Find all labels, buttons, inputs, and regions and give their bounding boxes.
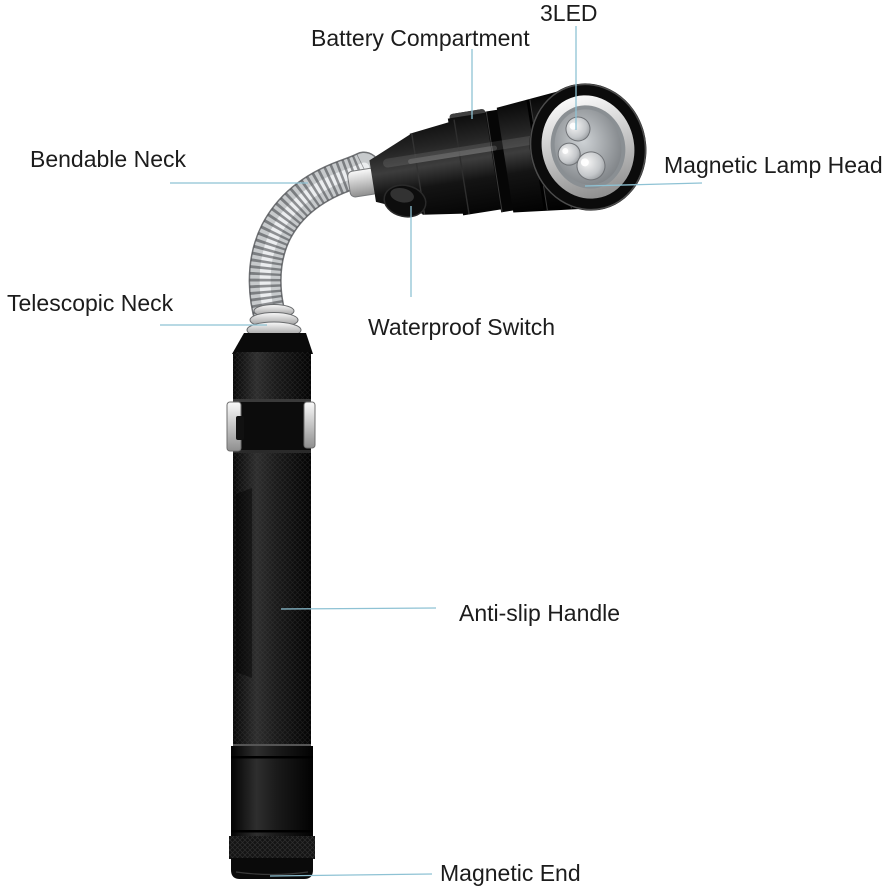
label-battery-compartment: Battery Compartment <box>311 25 530 51</box>
led-face <box>529 83 647 211</box>
led-bulbs <box>557 116 606 181</box>
label-waterproof-switch: Waterproof Switch <box>368 314 556 340</box>
waterproof-switch-part <box>383 184 427 218</box>
bendable-neck-part <box>246 151 381 351</box>
anti-slip-handle-part <box>226 333 316 744</box>
magnetic-end-part <box>229 744 315 879</box>
label-telescopic-neck: Telescopic Neck <box>7 290 174 316</box>
clip-band <box>226 399 316 453</box>
battery-compartment-part <box>447 109 503 216</box>
label-magnetic-end: Magnetic End <box>440 860 581 886</box>
callout-line-magnetic-end <box>269 873 433 877</box>
magnetic-lamp-head-part <box>347 83 647 216</box>
label-magnetic-lamp-head: Magnetic Lamp Head <box>664 152 883 178</box>
callout-line-magnetic-lamp-head <box>584 182 703 187</box>
callout-lines <box>160 26 703 877</box>
label-bendable-neck: Bendable Neck <box>30 146 186 172</box>
label-anti-slip-handle: Anti-slip Handle <box>459 600 621 626</box>
label-3led: 3LED <box>540 0 598 26</box>
callout-line-anti-slip-handle <box>280 607 437 610</box>
